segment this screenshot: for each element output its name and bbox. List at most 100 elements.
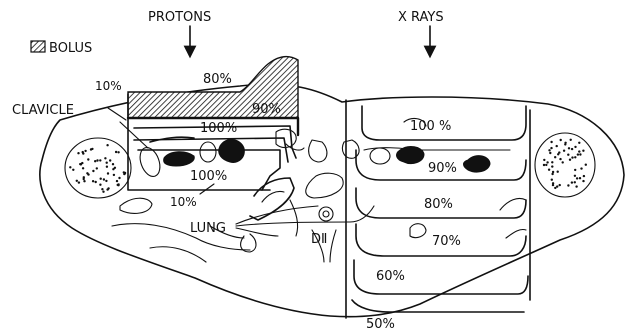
stipple-dot (583, 175, 585, 177)
protons-label: PROTONS (148, 10, 211, 25)
stipple-dot (574, 156, 576, 158)
stipple-dot (574, 169, 576, 171)
stipple-dot (551, 179, 553, 181)
stipple-dot (83, 176, 85, 178)
d2-label: DⅡ (311, 232, 327, 247)
stipple-dot (543, 164, 545, 166)
stipple-dot (100, 178, 102, 180)
stipple-dot (104, 157, 106, 159)
stipple-dot (106, 166, 108, 168)
stipple-dot (580, 167, 582, 169)
stipple-dot (102, 191, 104, 193)
xray-isodose-100: 100 % (410, 119, 451, 134)
xray-isodose-60: 60% (376, 269, 405, 284)
stipple-dot (69, 166, 71, 168)
stipple-dot (112, 168, 114, 170)
stipple-dot (92, 170, 94, 172)
stipple-dot (549, 152, 551, 154)
stipple-dot (567, 154, 569, 156)
stipple-dot (554, 187, 556, 189)
stipple-dot (77, 152, 79, 154)
proton-isodose-80: 80% (203, 72, 232, 87)
stipple-dot (576, 177, 578, 179)
stipple-dot (115, 151, 117, 153)
stipple-dot (82, 151, 84, 153)
stipple-dot (82, 167, 84, 169)
stipple-dot (83, 180, 85, 182)
stipple-dot (574, 146, 576, 148)
stipple-dot (99, 159, 101, 161)
stipple-dot (109, 159, 111, 161)
stipple-dot (107, 172, 109, 174)
stipple-dot (559, 158, 561, 160)
proton-isodose-90: 90% (252, 102, 281, 117)
stipple-dot (548, 169, 550, 171)
stipple-dot (560, 139, 562, 141)
stipple-dot (106, 162, 108, 164)
stipple-dot (548, 149, 550, 151)
stipple-dot (543, 159, 545, 161)
stipple-dot (545, 164, 547, 166)
stipple-dot (84, 150, 86, 152)
stipple-dot (557, 171, 559, 173)
stipple-dot (564, 142, 566, 144)
xray-isodose-80: 80% (424, 197, 453, 212)
stipple-dot (582, 180, 584, 182)
stipple-dot (96, 167, 98, 169)
stipple-dot (101, 188, 103, 190)
stipple-dot (118, 177, 120, 179)
proton-isodose-10-bottom: 10% (170, 195, 197, 209)
stipple-dot (86, 172, 88, 174)
stipple-dot (78, 181, 80, 183)
stipple-dot (99, 184, 101, 186)
right-lung-region (535, 133, 595, 197)
stipple-dot (107, 187, 109, 189)
stipple-dot (124, 172, 126, 174)
stipple-dot (106, 144, 108, 146)
stipple-dot (546, 161, 548, 163)
stipple-dot (575, 185, 577, 187)
stipple-dot (554, 156, 556, 158)
proton-isodose-10-top: 10% (95, 79, 122, 93)
stipple-dot (556, 145, 558, 147)
stipple-dot (559, 184, 561, 186)
stipple-dot (105, 180, 107, 182)
stipple-dot (72, 169, 74, 171)
stipple-dot (551, 161, 553, 163)
stipple-dot (578, 150, 580, 152)
stipple-dot (563, 150, 565, 152)
stipple-dot (90, 148, 92, 150)
stipple-dot (116, 180, 118, 182)
stipple-dot (551, 173, 553, 175)
stipple-dot (567, 184, 569, 186)
left-lung-region (65, 138, 131, 198)
stipple-dot (579, 177, 581, 179)
stipple-dot (112, 163, 114, 165)
stipple-dot (79, 163, 81, 165)
xrays-label: X RAYS (398, 10, 444, 25)
stipple-dot (571, 156, 573, 158)
stipple-dot (95, 181, 97, 183)
stipple-dot (571, 148, 573, 150)
stipple-dot (92, 180, 94, 182)
stipple-dot (582, 150, 584, 152)
xray-target-masses (370, 119, 490, 238)
clavicle-label: CLAVICLE (12, 103, 74, 118)
stipple-dot (579, 153, 581, 155)
bolus-label: BOLUS (49, 41, 92, 56)
stipple-dot (571, 181, 573, 183)
stipple-dot (577, 153, 579, 155)
stipple-dot (585, 164, 587, 166)
stipple-dot (94, 160, 96, 162)
stipple-dot (96, 159, 98, 161)
stipple-dot (76, 180, 78, 182)
bolus-legend-swatch (31, 41, 45, 52)
stipple-dot (550, 141, 552, 143)
proton-isodose-100-bottom: 100% (190, 169, 227, 184)
stipple-dot (552, 171, 554, 173)
xray-isodose-90: 90% (428, 161, 457, 176)
stipple-dot (113, 174, 115, 176)
stipple-dot (557, 153, 559, 155)
stipple-dot (117, 151, 119, 153)
